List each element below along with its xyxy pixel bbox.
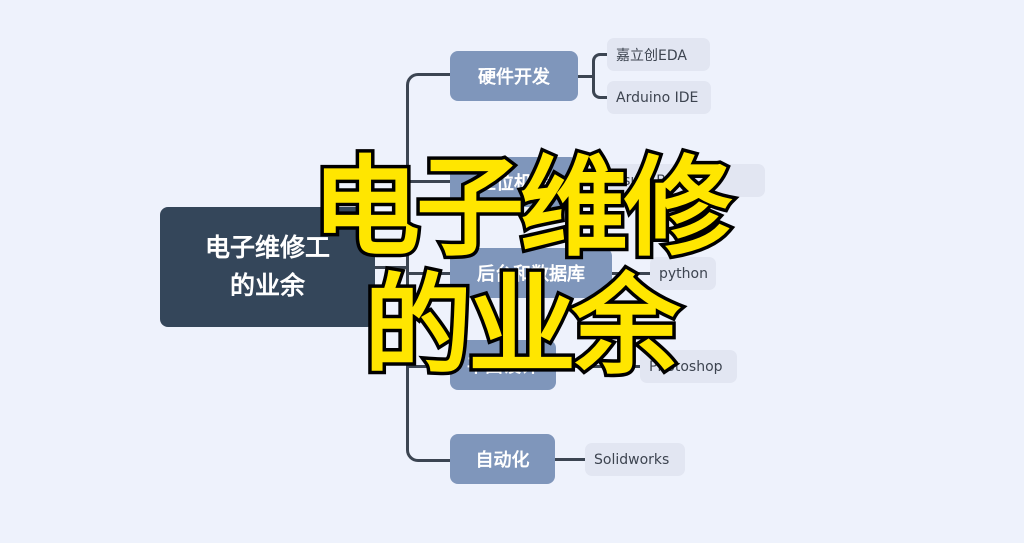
branch4-leaf-connector bbox=[556, 365, 642, 368]
root-title-line2: 的业余 bbox=[229, 271, 305, 300]
branch-label: 自动化 bbox=[475, 450, 530, 471]
leaf-label: Visual Basic bbox=[610, 172, 694, 189]
root-connector bbox=[375, 266, 408, 269]
branch2-leaf-connector bbox=[578, 180, 602, 183]
leaf-node[interactable]: Photoshop bbox=[640, 350, 737, 383]
trunk-line bbox=[406, 90, 409, 450]
leaf-node[interactable]: python bbox=[650, 257, 716, 290]
root-node[interactable]: 电子维修工 的业余 bbox=[160, 207, 375, 327]
branch-label: 后台和数据库 bbox=[477, 264, 585, 285]
hw-leaf-fork-bottom bbox=[592, 75, 608, 99]
leaf-label: python bbox=[659, 265, 708, 282]
leaf-node[interactable]: Arduino IDE bbox=[607, 81, 711, 114]
leaf-label: Arduino IDE bbox=[616, 89, 699, 106]
leaf-label: 嘉立创EDA bbox=[616, 47, 687, 64]
trunk-bottom-curve bbox=[406, 432, 452, 462]
branch-node-automation[interactable]: 自动化 bbox=[450, 434, 555, 484]
hw-leaf-fork-top bbox=[592, 53, 608, 77]
branch-node-hardware[interactable]: 硬件开发 bbox=[450, 51, 578, 101]
hw-leaf-stem bbox=[578, 75, 594, 78]
leaf-node[interactable]: Solidworks bbox=[585, 443, 685, 476]
leaf-node[interactable]: Visual Basic bbox=[601, 164, 765, 197]
branch-node-design[interactable]: 平面设计 bbox=[450, 340, 556, 390]
branch-label: 硬件开发 bbox=[478, 67, 550, 88]
trunk-top-curve bbox=[406, 73, 452, 103]
root-title-line1: 电子维修工 bbox=[204, 233, 330, 262]
branch3-leaf-connector bbox=[612, 272, 652, 275]
branch-label: 平面设计 bbox=[467, 356, 539, 377]
leaf-node[interactable]: 嘉立创EDA bbox=[607, 38, 710, 71]
leaf-label: Photoshop bbox=[649, 358, 723, 375]
branch2-connector bbox=[406, 180, 451, 183]
branch-node-backend[interactable]: 后台和数据库 bbox=[450, 248, 612, 298]
branch3-connector bbox=[406, 272, 451, 275]
branch5-leaf-connector bbox=[555, 458, 586, 461]
branch-label: 上位机端 bbox=[478, 173, 550, 194]
branch-node-host[interactable]: 上位机端 bbox=[450, 157, 578, 207]
branch4-connector bbox=[406, 365, 451, 368]
leaf-label: Solidworks bbox=[594, 451, 670, 468]
